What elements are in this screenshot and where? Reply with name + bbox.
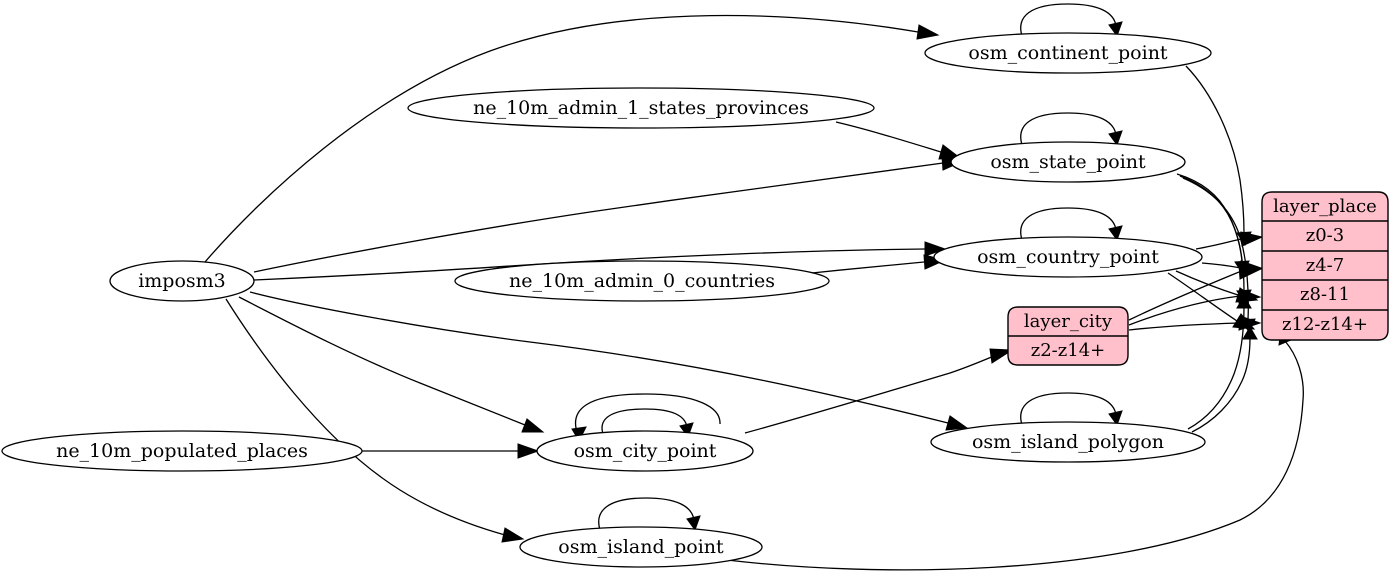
arrowhead: [989, 348, 1014, 364]
edge-osm_country_point-to-layer_place-z8-11: [1175, 270, 1239, 296]
node-label: ne_10m_admin_0_countries: [509, 270, 775, 292]
edge-self-osm_island_polygon: [1020, 392, 1117, 426]
edge-self-osm_city_point-outer: [574, 393, 721, 436]
arrowhead: [945, 415, 969, 431]
arrowhead: [1108, 21, 1123, 38]
edge-imposm3-to-osm_island_point: [225, 298, 506, 536]
edge-osm_country_point-to-layer_place-z4-7: [1201, 262, 1242, 269]
arrowhead: [1238, 264, 1263, 280]
arrowhead: [1238, 288, 1262, 304]
record-row-z0-3[interactable]: z0-3: [1306, 225, 1344, 246]
node-label: ne_10m_populated_places: [56, 440, 308, 462]
record-row-z8-11[interactable]: z8-11: [1300, 284, 1350, 305]
arrowhead: [938, 144, 962, 160]
edge-layer_city-to-layer_place-z4-7: [1128, 271, 1240, 321]
edge-osm_island_point-to-layer_place-z12: [726, 340, 1304, 571]
edge-self-osm_country_point: [1020, 207, 1117, 241]
record-row-z2-z14[interactable]: z2-z14+: [1031, 340, 1106, 361]
edge-self-osm_continent_point: [1020, 3, 1117, 37]
node-ne_10m_populated_places[interactable]: ne_10m_populated_places: [1, 430, 363, 472]
edge-layer_city-to-layer_place-z8-11: [1128, 295, 1241, 326]
arrowhead: [501, 527, 525, 543]
arrowhead: [1240, 231, 1264, 247]
arrowhead: [1108, 410, 1123, 427]
record-row-z4-7[interactable]: z4-7: [1306, 255, 1344, 276]
node-label: osm_state_point: [990, 151, 1146, 173]
node-layer: imposm3 ne_10m_admin_1_states_provinces …: [1, 32, 1212, 568]
edge-imposm3-to-osm_island_polygon: [249, 291, 949, 424]
node-osm_country_point[interactable]: osm_country_point: [933, 236, 1203, 278]
edge-osm_city_point-to-layer_city: [744, 355, 995, 434]
node-ne_10m_admin_1_states_provinces[interactable]: ne_10m_admin_1_states_provinces: [407, 87, 875, 129]
node-osm_state_point[interactable]: osm_state_point: [950, 141, 1186, 183]
arrowhead: [521, 418, 545, 433]
edge-self-osm_city_point-inner: [601, 408, 688, 435]
node-label: osm_continent_point: [968, 42, 1168, 64]
node-label: imposm3: [138, 270, 226, 292]
arrowhead: [517, 443, 540, 459]
node-label: osm_city_point: [574, 440, 717, 462]
arrowhead: [1108, 225, 1123, 242]
edge-osm_country_point-to-layer_place-z0-3: [1195, 238, 1242, 250]
edge-imposm3-to-osm_state_point: [253, 162, 944, 273]
edge-self-osm_island_point: [598, 497, 695, 531]
edge-imposm3-to-osm_city_point: [238, 296, 526, 426]
arrowhead: [1108, 130, 1123, 147]
record-row-title: layer_city: [1024, 311, 1113, 332]
record-layer: layer_city z2-z14+ layer_place z0-3 z4-7…: [1007, 191, 1389, 366]
node-ne_10m_admin_0_countries[interactable]: ne_10m_admin_0_countries: [454, 260, 830, 302]
edge-osm_continent_point-to-layer_place-z0-3: [1185, 65, 1245, 234]
node-label: osm_country_point: [977, 246, 1159, 268]
arrowhead: [916, 24, 940, 40]
edge-layer: [204, 3, 1304, 571]
edge-ne_countries-to-osm_country_point: [811, 261, 925, 274]
node-label: osm_island_point: [558, 536, 724, 558]
node-osm_island_polygon[interactable]: osm_island_polygon: [930, 421, 1206, 463]
node-label: osm_island_polygon: [972, 431, 1164, 453]
record-row-title: layer_place: [1273, 196, 1377, 217]
node-label: ne_10m_admin_1_states_provinces: [473, 97, 809, 119]
node-osm_continent_point[interactable]: osm_continent_point: [924, 32, 1212, 74]
node-imposm3[interactable]: imposm3: [109, 260, 255, 302]
node-osm_island_point[interactable]: osm_island_point: [519, 526, 763, 568]
record-layer_city[interactable]: layer_city z2-z14+: [1007, 306, 1129, 366]
arrowhead: [679, 422, 694, 439]
arrowhead: [924, 241, 947, 257]
record-layer_place[interactable]: layer_place z0-3 z4-7 z8-11 z12-z14+: [1261, 191, 1389, 341]
edge-self-osm_state_point: [1020, 112, 1117, 146]
arrowhead: [686, 515, 701, 532]
arrowhead: [1242, 326, 1258, 340]
edge-osm_country_point-to-layer_place-z12: [1167, 272, 1238, 322]
arrowhead: [1238, 315, 1262, 331]
edge-imposm3-to-osm_continent_point: [204, 14, 919, 263]
edge-osm_island_polygon-to-layer_place-z12: [1191, 337, 1251, 433]
edge-ne_states-to-osm_state_point: [835, 121, 942, 153]
edge-layer_city-to-layer_place-z12: [1128, 322, 1241, 331]
record-row-z12-z14[interactable]: z12-z14+: [1282, 314, 1368, 335]
node-osm_city_point[interactable]: osm_city_point: [536, 430, 754, 472]
